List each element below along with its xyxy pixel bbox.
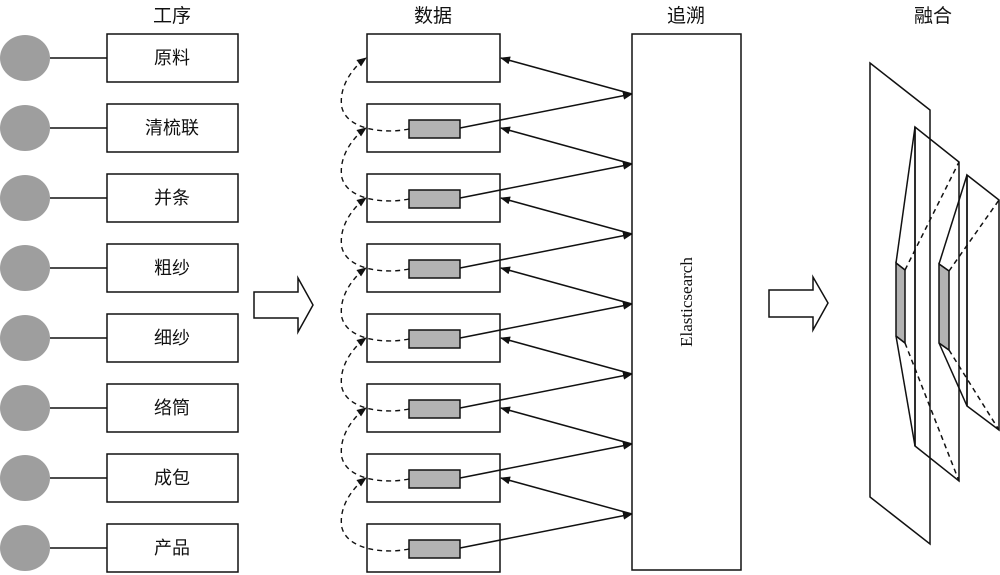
process-node-icon <box>0 385 50 431</box>
process-row: 并条 <box>0 173 239 223</box>
data-record-row <box>366 523 501 573</box>
trace-result-arrow <box>500 476 633 515</box>
fusion-edge <box>938 174 968 265</box>
fusion-edge-dashed <box>904 161 960 271</box>
lineage-dashed-arrow <box>340 127 410 202</box>
data-record-field <box>408 539 461 559</box>
data-record-row <box>366 453 501 503</box>
data-record-row <box>366 173 501 223</box>
process-row: 细纱 <box>0 313 239 363</box>
data-record-field <box>408 189 461 209</box>
fusion-edge-dashed <box>948 349 1000 431</box>
lineage-dashed-arrow <box>340 407 410 482</box>
column-title-fusion: 融合 <box>914 5 952 27</box>
data-column <box>366 33 501 573</box>
process-box <box>106 313 239 363</box>
lineage-dashed-arrow <box>340 477 410 552</box>
data-record-box <box>366 33 501 83</box>
fusion-illustration <box>869 61 1000 546</box>
flow-arrow-icon <box>768 274 829 333</box>
process-box <box>106 453 239 503</box>
process-box <box>106 243 239 293</box>
flow-arrow-icon <box>253 275 314 335</box>
fusion-pane-front <box>966 173 1000 432</box>
trace-query-arrow <box>459 371 633 409</box>
data-record-field <box>408 469 461 489</box>
trace-result-arrow <box>500 406 633 445</box>
data-record-field <box>408 259 461 279</box>
data-record-field <box>408 119 461 139</box>
trace-result-arrow <box>500 336 633 375</box>
data-record-box <box>366 453 501 503</box>
process-box <box>106 173 239 223</box>
column-title-data: 数据 <box>414 5 452 27</box>
fusion-edge-dashed <box>904 342 960 482</box>
process-node-icon <box>0 525 50 571</box>
process-node-icon <box>0 35 50 81</box>
process-row: 产品 <box>0 523 239 573</box>
trace-query-arrow <box>459 301 633 339</box>
elasticsearch-node: Elasticsearch <box>631 33 742 571</box>
trace-query-arrow <box>459 161 633 199</box>
process-row: 成包 <box>0 453 239 503</box>
fusion-record-slot <box>938 262 950 352</box>
lineage-dashed-arrow <box>340 267 410 342</box>
process-label: 细纱 <box>154 328 190 349</box>
process-label: 清梳联 <box>145 118 199 139</box>
fusion-edge <box>938 342 968 407</box>
data-record-row <box>366 243 501 293</box>
process-box <box>106 523 239 573</box>
trace-query-arrow <box>459 511 633 549</box>
column-title-process: 工序 <box>153 5 191 27</box>
process-row: 粗纱 <box>0 243 239 293</box>
lineage-dashed-arrow <box>340 57 410 132</box>
trace-result-arrow <box>500 196 633 235</box>
trace-result-arrow <box>500 266 633 305</box>
fusion-record-slot <box>895 261 906 345</box>
elasticsearch-label: Elasticsearch <box>677 257 696 347</box>
process-row: 络筒 <box>0 383 239 433</box>
trace-query-arrow <box>459 231 633 269</box>
fusion-edge <box>895 335 916 447</box>
process-node-icon <box>0 105 50 151</box>
process-label: 络筒 <box>154 398 190 419</box>
process-label: 并条 <box>154 188 190 209</box>
data-record-field <box>408 399 461 419</box>
process-label: 原料 <box>154 48 190 69</box>
process-box <box>106 33 239 83</box>
process-label: 产品 <box>154 538 190 559</box>
data-record-row <box>366 383 501 433</box>
data-record-row <box>366 33 501 83</box>
process-node-icon <box>0 315 50 361</box>
trace-query-arrow <box>459 91 633 129</box>
process-node-icon <box>0 175 50 221</box>
process-box <box>106 383 239 433</box>
elasticsearch-box <box>631 33 742 571</box>
column-title-trace: 追溯 <box>667 5 705 27</box>
lineage-dashed-arrow <box>340 197 410 272</box>
process-label: 成包 <box>154 468 190 489</box>
process-row: 原料 <box>0 33 239 83</box>
data-record-field <box>408 329 461 349</box>
process-label: 粗纱 <box>154 258 190 279</box>
process-node-icon <box>0 245 50 291</box>
data-record-box <box>366 103 501 153</box>
fusion-edge <box>895 126 916 264</box>
trace-links <box>340 56 633 552</box>
process-node-icon <box>0 455 50 501</box>
trace-result-arrow <box>500 126 633 165</box>
data-record-row <box>366 313 501 363</box>
data-record-row <box>366 103 501 153</box>
trace-result-arrow <box>500 56 633 95</box>
lineage-dashed-arrow <box>340 337 410 412</box>
process-row: 清梳联 <box>0 103 239 153</box>
fusion-edge-dashed <box>948 199 1000 272</box>
process-box <box>106 103 239 153</box>
trace-query-arrow <box>459 441 633 479</box>
